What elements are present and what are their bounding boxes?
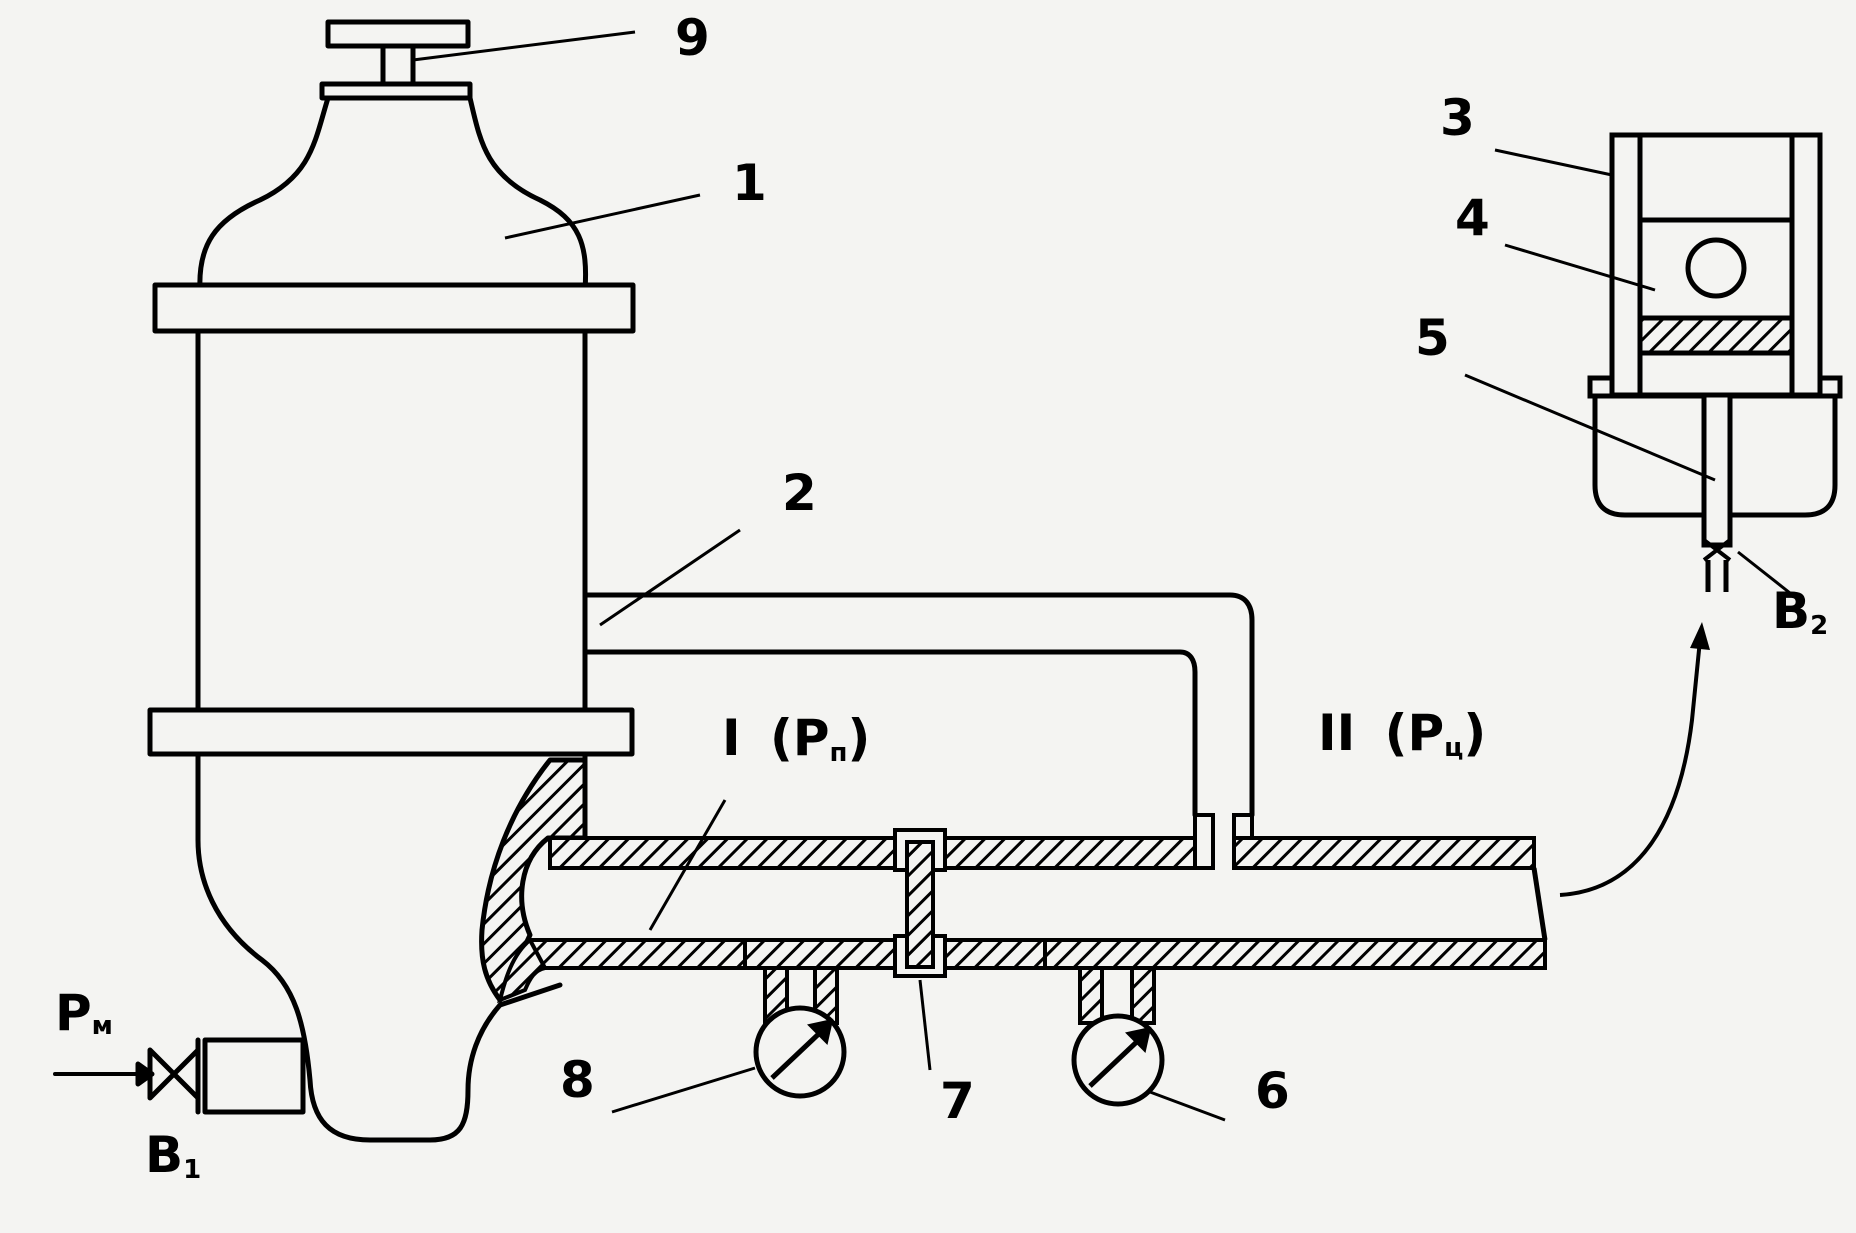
label-5: 5 [1415,309,1450,367]
inlet-branch [53,1037,306,1115]
vessel-cap [319,19,473,101]
return-pipe [582,592,1255,818]
gauge-left [753,1005,847,1099]
hose-arrow [1690,622,1710,650]
label-6: 6 [1255,1062,1290,1120]
label-3: 3 [1440,89,1475,147]
vessel-body [195,95,589,1143]
lower-flange [147,707,635,757]
hose [1559,639,1702,897]
zone-2-label: II (Pц) [1318,704,1486,763]
label-7: 7 [940,1072,975,1130]
label-8: 8 [560,1051,595,1109]
outlet-cone-wall [479,757,588,1003]
label-9: 9 [675,9,710,67]
inlet-pressure-label: Pм [55,984,113,1042]
valve-b1-label: B1 [145,1126,201,1185]
label-4: 4 [1455,189,1490,247]
valve-b2-label: B2 [1772,582,1828,641]
cylinder-assembly [1587,132,1843,592]
leader-lines [412,30,1791,1122]
label-1: 1 [732,154,767,212]
gauge-right [1071,1013,1165,1107]
upper-flange [152,282,636,334]
channel-walls [497,813,1548,1025]
zone-1-label: I (Pп) [722,709,870,768]
label-2: 2 [782,464,817,522]
throttle [893,828,947,978]
